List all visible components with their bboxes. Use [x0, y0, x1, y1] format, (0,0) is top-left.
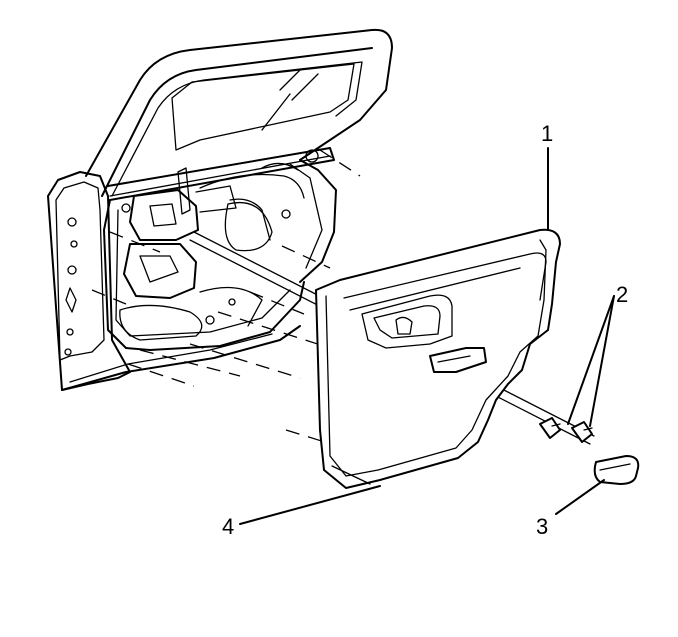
callout-2: 2	[616, 282, 628, 307]
callout-1: 1	[541, 121, 553, 146]
window-regulator-and-lock	[119, 149, 319, 341]
handle-cover-cap	[593, 455, 640, 485]
callout-4: 4	[222, 514, 234, 539]
leader-lines	[239, 147, 615, 525]
trim-panel-screws	[539, 417, 593, 443]
door-frame	[47, 28, 393, 391]
door-trim-panel	[315, 228, 561, 489]
callout-labels: 1 2 3 4	[222, 121, 628, 539]
callout-3: 3	[536, 514, 548, 539]
